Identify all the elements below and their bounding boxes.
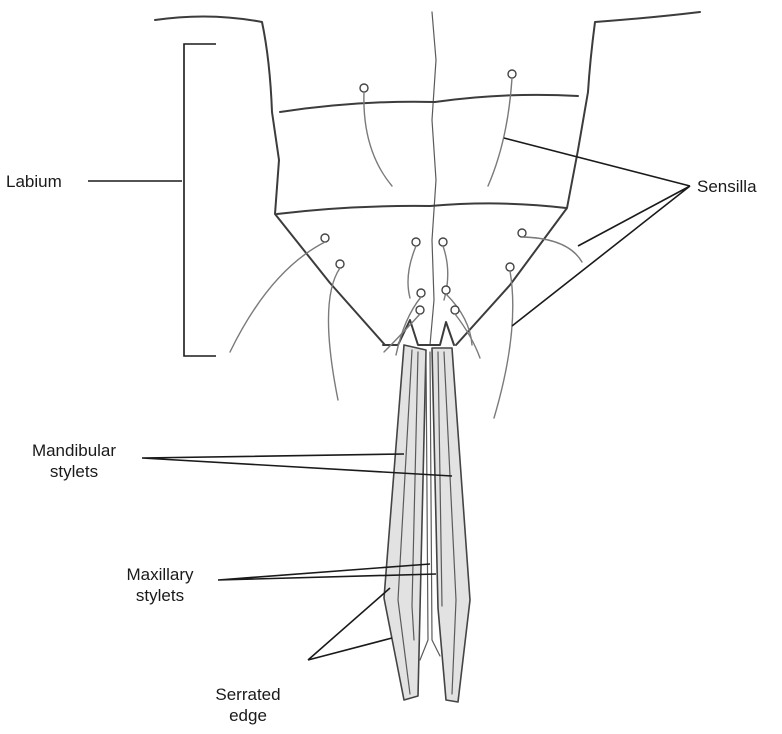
sensilla-leader [504,138,690,326]
label-labium: Labium [6,171,62,192]
serrated-leader [308,588,392,660]
label-maxillary-stylets: Maxillary stylets [108,564,212,606]
stylet-bundle [384,345,470,702]
label-serrated-edge: Serrated edge [200,684,296,726]
label-mandibular-stylets: Mandibular stylets [16,440,132,482]
labium-bracket [184,44,216,356]
head-outline [155,12,700,345]
label-sensilla: Sensilla [697,176,757,197]
labium-segments [277,95,578,345]
